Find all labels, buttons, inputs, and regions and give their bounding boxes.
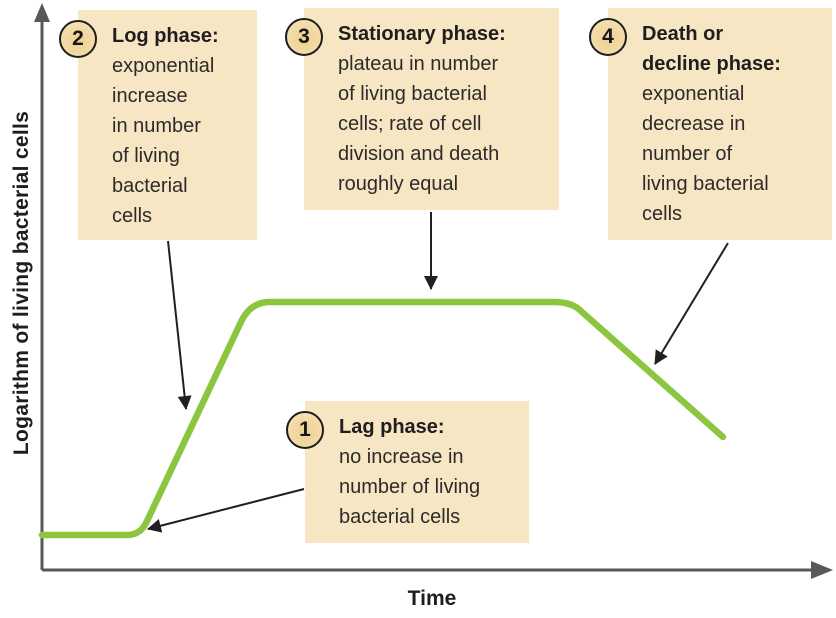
phase-number-badge: 3 bbox=[285, 18, 323, 56]
phase-number-badge: 2 bbox=[59, 20, 97, 58]
arrow-to-lag-phase bbox=[147, 488, 305, 533]
y-axis-arrowhead-icon bbox=[34, 3, 50, 22]
callout-body: exponential increase in number of living… bbox=[112, 55, 215, 227]
phase-number-badge: 1 bbox=[286, 411, 324, 449]
callout-body: no increase in number of living bacteria… bbox=[339, 446, 481, 528]
callout-body: plateau in number of living bacterial ce… bbox=[338, 53, 500, 195]
callout-death-phase: 4 Death or decline phase: exponential de… bbox=[589, 8, 832, 240]
callout-title: Lag phase: bbox=[339, 416, 445, 438]
bacterial-growth-curve bbox=[38, 298, 727, 539]
arrow-to-death-phase bbox=[654, 242, 729, 365]
x-axis-arrowhead-icon bbox=[811, 561, 833, 579]
callout-stationary-phase: 3 Stationary phase: plateau in number of… bbox=[285, 8, 559, 210]
callout-title: Stationary phase: bbox=[338, 23, 506, 45]
callout-title: Log phase: bbox=[112, 25, 219, 47]
callout-lag-phase: 1 Lag phase: no increase in number of li… bbox=[286, 401, 529, 543]
callout-body: exponential decrease in number of living… bbox=[642, 83, 769, 225]
callout-log-phase: 2 Log phase: exponential increase in num… bbox=[59, 10, 257, 240]
phase-number-badge: 4 bbox=[589, 18, 627, 56]
arrow-to-log-phase bbox=[167, 240, 192, 410]
x-axis-label: Time bbox=[407, 587, 457, 610]
y-axis-label: Logarithm of living bacterial cells bbox=[10, 110, 33, 456]
callout-title: Death or decline phase: bbox=[642, 23, 781, 75]
